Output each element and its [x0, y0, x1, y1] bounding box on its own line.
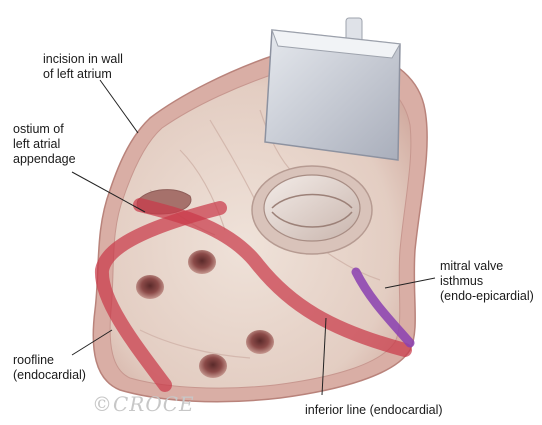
label-inferior-line: inferior line (endocardial): [305, 403, 443, 418]
artist-signature: ©CROCE: [92, 392, 195, 416]
label-roofline: roofline (endocardial): [13, 353, 86, 383]
label-mitral-isthmus: mitral valve isthmus (endo-epicardial): [440, 259, 534, 304]
mitral-valve: [252, 166, 372, 254]
label-incision: incision in wall of left atrium: [43, 52, 123, 82]
label-ostium: ostium of left atrial appendage: [13, 122, 76, 167]
probe: [265, 18, 400, 160]
